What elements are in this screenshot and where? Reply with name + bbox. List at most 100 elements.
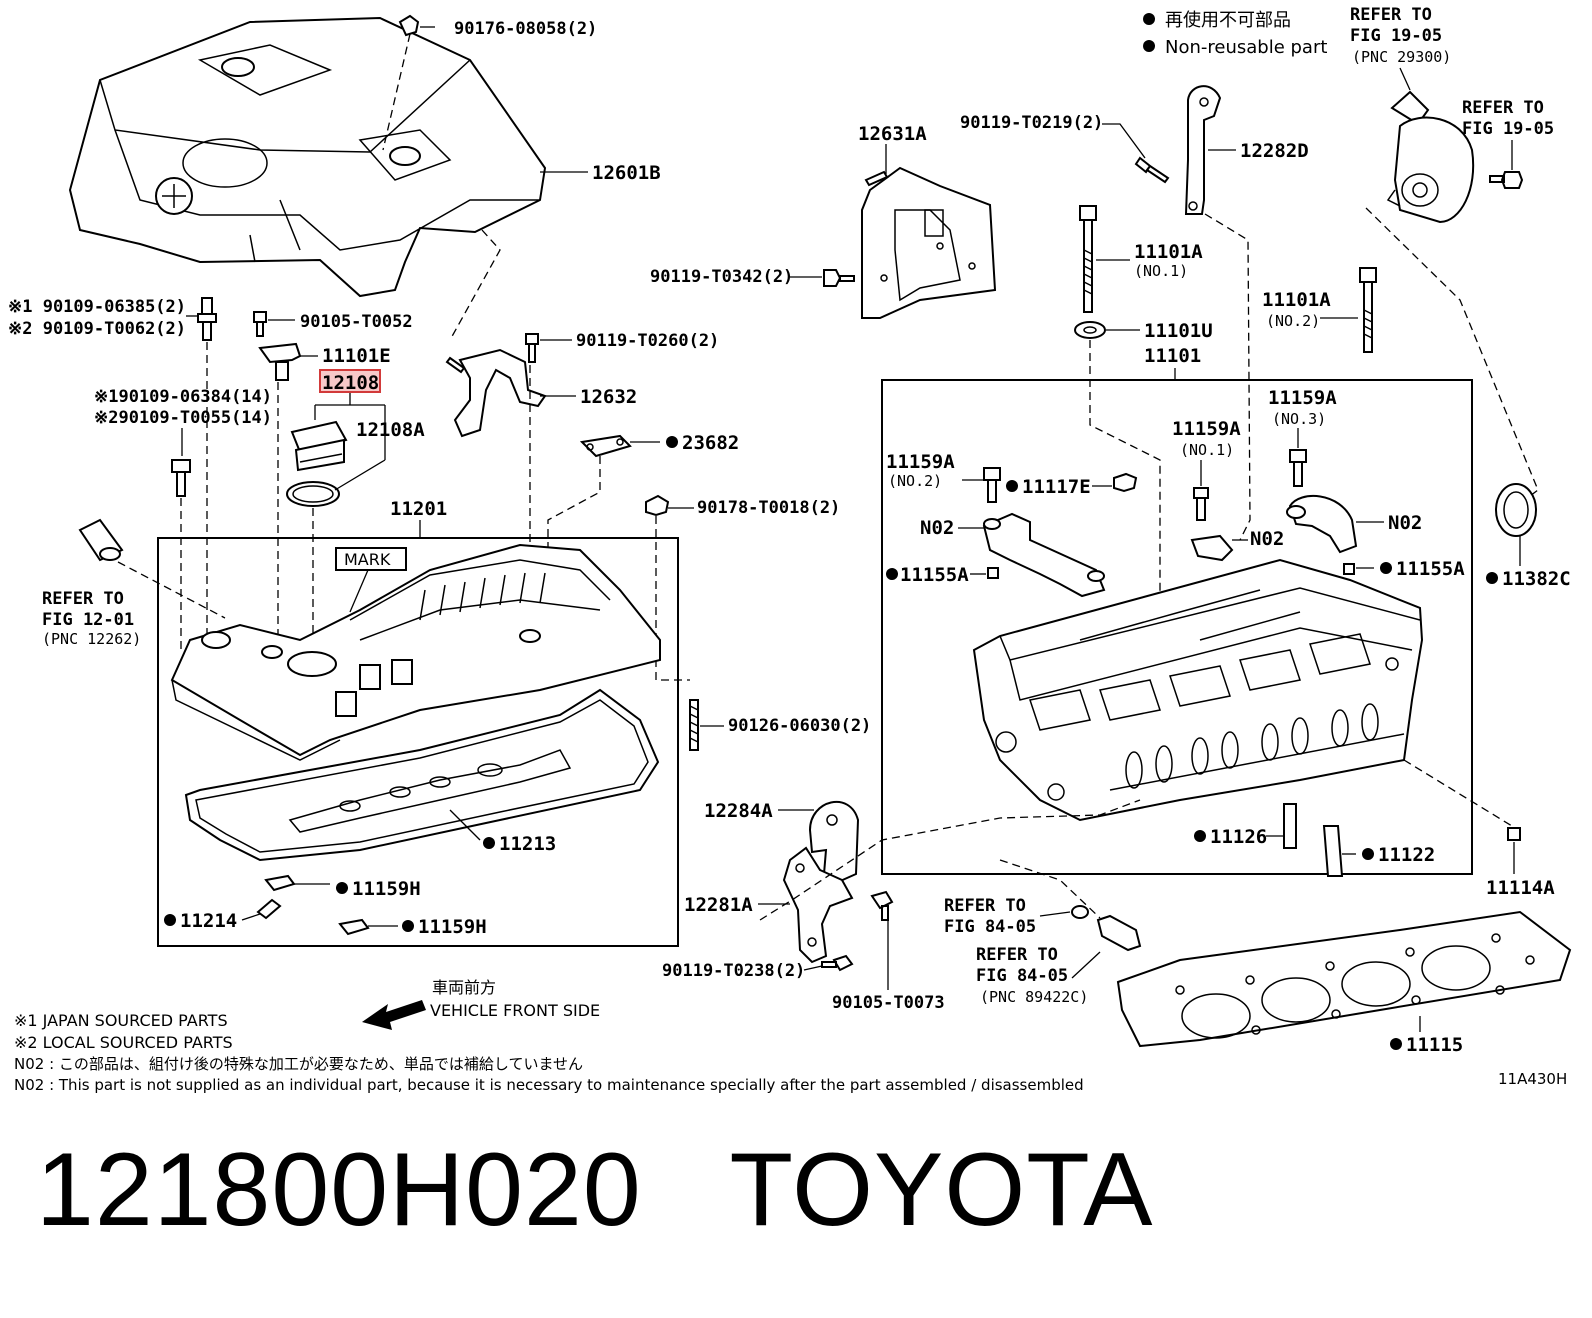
label-n02-c: N02	[1388, 512, 1422, 534]
plug-11114A	[1507, 827, 1521, 841]
bearing-cap-left	[982, 512, 1106, 598]
figure-code: 11A430H	[1498, 1070, 1567, 1088]
label-23682: 23682	[682, 432, 739, 454]
label-90176: 90176-08058(2)	[454, 19, 597, 39]
label-11122: 11122	[1378, 844, 1435, 866]
label-90178: 90178-T0018(2)	[697, 498, 840, 518]
caption-part-number: 121800H020	[36, 1132, 642, 1248]
valve-guide	[1283, 803, 1297, 849]
oil-filler-cap	[290, 420, 348, 472]
label-11159H-2: 11159H	[418, 916, 487, 938]
label-90109-06385: ※1 90109-06385(2)	[8, 297, 186, 317]
ref-fig1201-line2: FIG 12-01	[42, 610, 134, 630]
label-90126: 90126-06030(2)	[728, 716, 871, 736]
label-11101U: 11101U	[1144, 320, 1213, 342]
legend-nonreusable-jp: 再使用不可部品	[1165, 10, 1291, 31]
front-arrow-icon	[362, 1000, 426, 1030]
label-90105-T0052: 90105-T0052	[300, 312, 413, 332]
label-11101A-no2-sub: (NO.2)	[1266, 312, 1320, 330]
note-n02-jp: N02 : この部品は、組付け後の特殊な加工が必要なため、単品では補給していませ…	[14, 1055, 583, 1073]
caption-brand: TOYOTA	[729, 1132, 1154, 1248]
ref-fig1905-a-line2: FIG 19-05	[1350, 26, 1442, 46]
label-11159A-no1: 11159A	[1172, 418, 1241, 440]
ref-fig1201-line3: (PNC 12262)	[42, 630, 141, 648]
label-11159A-no3: 11159A	[1268, 387, 1337, 409]
legend: 再使用不可部品 Non-reusable part	[1143, 10, 1327, 58]
ref-fig8405-b-line3: (PNC 89422C)	[980, 988, 1088, 1006]
ref-fig8405-a-line2: FIG 84-05	[944, 917, 1036, 937]
note-front-jp: 車両前方	[432, 978, 496, 997]
label-11101E: 11101E	[322, 345, 391, 367]
label-12632: 12632	[580, 386, 637, 408]
note-n02-en: N02 : This part is not supplied as an in…	[14, 1076, 1084, 1094]
ref-fig8405-b-line1: REFER TO	[976, 945, 1058, 965]
label-11155A-2: 11155A	[1396, 558, 1465, 580]
label-90109-T0062: ※2 90109-T0062(2)	[8, 319, 186, 339]
head-gasket	[1116, 910, 1572, 1048]
label-11117E: 11117E	[1022, 476, 1091, 498]
label-11101A-no2: 11101A	[1262, 289, 1331, 311]
label-n02-a: N02	[920, 517, 954, 539]
label-12108: 12108	[322, 372, 379, 394]
label-90109-T0055: ※290109-T0055(14)	[94, 408, 272, 428]
ref-fig8405-a-line1: REFER TO	[944, 896, 1026, 916]
legend-nonreusable-en: Non-reusable part	[1165, 37, 1327, 58]
label-mark: MARK	[344, 550, 391, 569]
ref-fig1905-a-line1: REFER TO	[1350, 5, 1432, 25]
bracket-12632	[445, 348, 547, 438]
bearing-cap-right	[1286, 494, 1358, 554]
part-caption: 121800H020 TOYOTA	[36, 1130, 1153, 1250]
label-11155A-1: 11155A	[900, 564, 969, 586]
cylinder-head	[972, 558, 1424, 822]
note-japan-sourced: ※1 JAPAN SOURCED PARTS	[14, 1011, 228, 1030]
ref-fig1905-b-line1: REFER TO	[1462, 98, 1544, 118]
label-n02-b: N02	[1250, 528, 1284, 550]
label-11115: 11115	[1406, 1034, 1463, 1056]
ref-fig8405-b-line2: FIG 84-05	[976, 966, 1068, 986]
label-11159A-no2: 11159A	[886, 451, 955, 473]
note-front-en: VEHICLE FRONT SIDE	[430, 1001, 600, 1020]
label-12108A: 12108A	[356, 419, 425, 441]
label-12281A: 12281A	[684, 894, 753, 916]
label-11126: 11126	[1210, 826, 1267, 848]
label-90119-T0260: 90119-T0260(2)	[576, 331, 719, 351]
frame-11201	[157, 537, 679, 947]
bracket-12631A	[861, 166, 997, 319]
label-11201: 11201	[390, 498, 447, 520]
engine-cover	[68, 14, 547, 298]
bracket-12282D	[1184, 85, 1222, 215]
temp-sensor	[1096, 914, 1142, 952]
label-12282D: 12282D	[1240, 140, 1309, 162]
label-11213: 11213	[499, 833, 556, 855]
ref-fig1905-a-line3: (PNC 29300)	[1352, 48, 1451, 66]
label-11159A-no3-sub: (NO.3)	[1272, 410, 1326, 428]
cylinder-head-cover	[170, 543, 661, 761]
ref-fig1905-b-line2: FIG 19-05	[1462, 119, 1554, 139]
label-11382C: 11382C	[1502, 568, 1571, 590]
label-11101A-no1: 11101A	[1134, 241, 1203, 263]
bolt-icon	[398, 14, 420, 37]
label-12631A: 12631A	[858, 123, 927, 145]
label-90105-T0073: 90105-T0073	[832, 993, 945, 1013]
label-12284A: 12284A	[704, 800, 773, 822]
label-11214: 11214	[180, 910, 237, 932]
label-11101A-no1-sub: (NO.1)	[1134, 262, 1188, 280]
parts-diagram: 再使用不可部品 Non-reusable part 90176-08058(2)…	[8, 5, 1572, 1094]
valve-guide-bushing	[1322, 825, 1344, 877]
label-90119-T0219: 90119-T0219(2)	[960, 113, 1103, 133]
label-90119-T0342: 90119-T0342(2)	[650, 267, 793, 287]
label-11114A: 11114A	[1486, 877, 1555, 899]
frame-11101	[881, 379, 1473, 875]
label-11101: 11101	[1144, 345, 1201, 367]
label-90109-06384: ※190109-06384(14)	[94, 387, 272, 407]
label-12601B: 12601B	[592, 162, 661, 184]
bearing-cap-mid	[1190, 534, 1234, 562]
cover-gasket	[184, 688, 660, 862]
label-11159H-1: 11159H	[352, 878, 421, 900]
vacuum-pump	[1386, 90, 1475, 224]
label-11159A-no1-sub: (NO.1)	[1180, 441, 1234, 459]
label-90119-T0238: 90119-T0238(2)	[662, 961, 805, 981]
label-11159A-no2-sub: (NO.2)	[888, 472, 942, 490]
note-local-sourced: ※2 LOCAL SOURCED PARTS	[14, 1033, 233, 1052]
highlight-box-12108	[319, 369, 381, 393]
